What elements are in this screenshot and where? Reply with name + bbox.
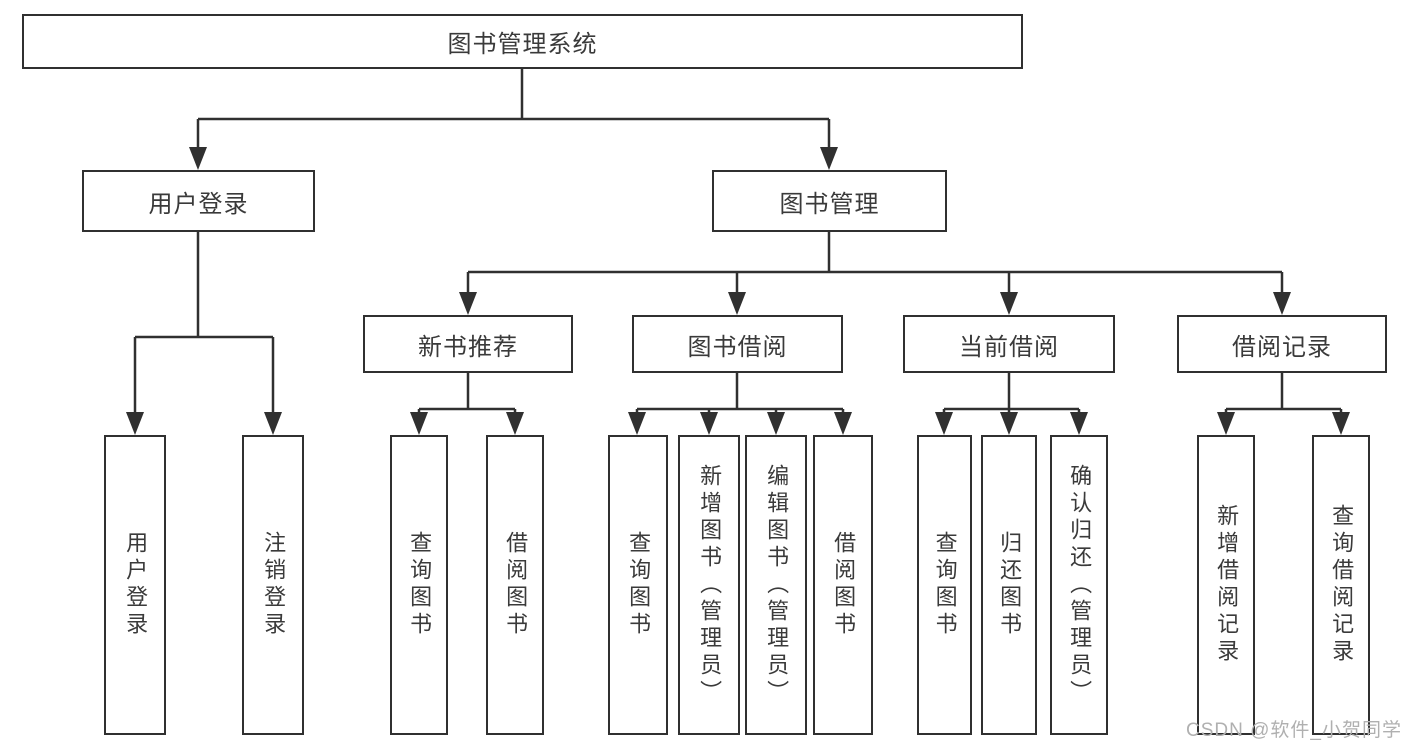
node-leaf-borrow-books-2-label: 借阅图书: [831, 531, 857, 639]
node-book-management: 图书管理: [712, 170, 947, 232]
node-leaf-user-login-label: 用户登录: [123, 531, 149, 639]
node-leaf-query-borrow-record-label: 查询借阅记录: [1329, 504, 1355, 666]
node-book-borrow: 图书借阅: [632, 315, 843, 373]
node-leaf-edit-books-admin: 编辑图书（管理员）: [745, 435, 807, 735]
node-book-borrow-label: 图书借阅: [687, 333, 788, 361]
node-leaf-confirm-return-admin: 确认归还（管理员）: [1050, 435, 1108, 735]
node-current-borrow-label: 当前借阅: [959, 333, 1059, 361]
node-leaf-query-books-2-label: 查询图书: [626, 531, 652, 639]
node-leaf-borrow-books-2: 借阅图书: [813, 435, 873, 735]
node-new-book-recommend: 新书推荐: [363, 315, 573, 373]
node-current-borrow: 当前借阅: [903, 315, 1115, 373]
node-leaf-borrow-books-1-label: 借阅图书: [503, 531, 529, 639]
node-leaf-add-borrow-record: 新增借阅记录: [1197, 435, 1255, 735]
node-leaf-edit-books-admin-label: 编辑图书（管理员）: [764, 463, 790, 707]
node-leaf-borrow-books-1: 借阅图书: [486, 435, 544, 735]
node-leaf-add-borrow-record-label: 新增借阅记录: [1214, 504, 1240, 666]
node-leaf-query-borrow-record: 查询借阅记录: [1312, 435, 1370, 735]
node-book-management-label: 图书管理: [779, 190, 880, 218]
node-leaf-logout-label: 注销登录: [261, 531, 287, 639]
node-root: 图书管理系统: [22, 14, 1023, 69]
watermark-text: CSDN @软件_小贺同学: [1186, 720, 1402, 741]
node-leaf-confirm-return-admin-label: 确认归还（管理员）: [1067, 463, 1093, 707]
node-leaf-add-books-admin-label: 新增图书（管理员）: [697, 463, 723, 707]
node-leaf-return-books-label: 归还图书: [997, 531, 1023, 639]
node-leaf-logout: 注销登录: [242, 435, 304, 735]
node-new-book-recommend-label: 新书推荐: [418, 333, 518, 361]
node-borrow-records-label: 借阅记录: [1232, 333, 1332, 361]
node-leaf-query-books-3-label: 查询图书: [932, 531, 958, 639]
node-leaf-query-books-2: 查询图书: [608, 435, 668, 735]
node-leaf-add-books-admin: 新增图书（管理员）: [678, 435, 740, 735]
node-borrow-records: 借阅记录: [1177, 315, 1387, 373]
node-leaf-query-books-3: 查询图书: [917, 435, 972, 735]
node-leaf-query-books-1-label: 查询图书: [407, 531, 433, 639]
node-leaf-return-books: 归还图书: [981, 435, 1037, 735]
node-root-label: 图书管理系统: [447, 31, 598, 58]
node-leaf-query-books-1: 查询图书: [390, 435, 448, 735]
node-leaf-user-login: 用户登录: [104, 435, 166, 735]
node-user-login-label: 用户登录: [148, 190, 249, 218]
node-user-login: 用户登录: [82, 170, 315, 232]
